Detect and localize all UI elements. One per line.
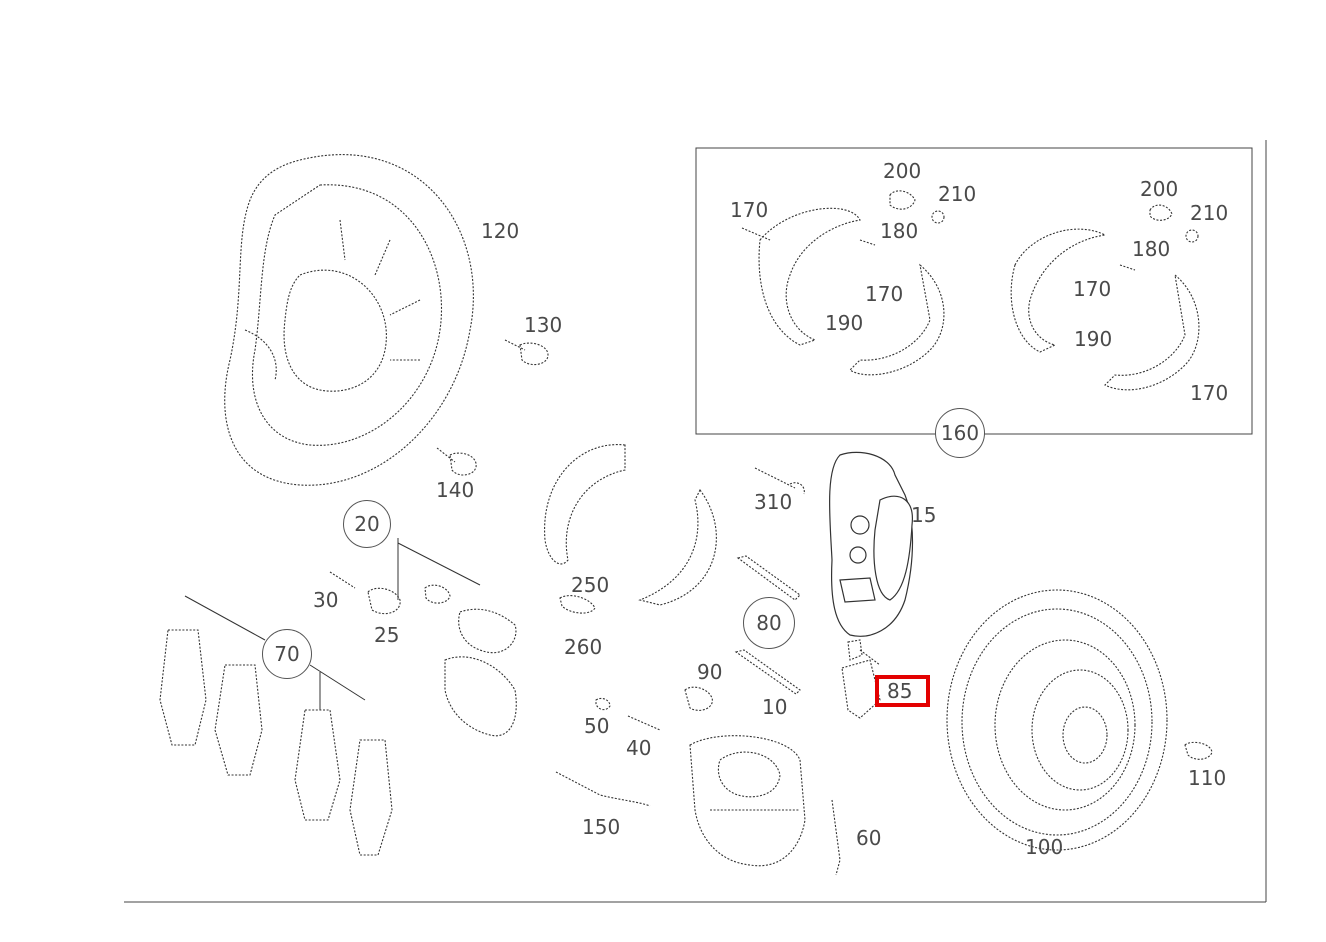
part-label-190-b[interactable]: 190 [1074,327,1113,351]
part-label-140[interactable]: 140 [436,478,475,502]
part-label-170-c[interactable]: 170 [1073,277,1112,301]
splash-guard-250-drawing [544,444,717,614]
part-label-130[interactable]: 130 [524,313,563,337]
caliper-10-drawing [689,735,806,867]
part-callout-20[interactable]: 20 [343,500,391,548]
part-label-170-d[interactable]: 170 [1190,381,1229,405]
part-label-60[interactable]: 60 [856,826,882,850]
part-label-200-b[interactable]: 200 [1140,177,1179,201]
part-label-150[interactable]: 150 [582,815,621,839]
brake-pads-drawing [159,629,393,856]
part-label-210-b[interactable]: 210 [1190,201,1229,225]
bolt-130-drawing [504,339,549,366]
guide-pins-drawing [734,555,801,695]
part-label-10[interactable]: 10 [762,695,788,719]
part-label-50[interactable]: 50 [584,714,610,738]
part-label-25[interactable]: 25 [374,623,400,647]
bolt-310-drawing [754,467,805,495]
small-parts-25-30-drawing [329,571,517,737]
screw-110-drawing [1184,741,1213,760]
part-label-260[interactable]: 260 [564,635,603,659]
part-callout-160[interactable]: 160 [935,408,985,458]
screw-140-drawing [436,447,477,476]
part-label-85[interactable]: 85 [887,679,913,703]
part-label-110[interactable]: 110 [1188,766,1227,790]
callout-line-20-b [397,542,481,586]
part-label-100[interactable]: 100 [1025,835,1064,859]
parking-brake-shoes-drawing [741,190,1200,391]
caliper-15-drawing [828,451,914,637]
part-label-200-a[interactable]: 200 [883,159,922,183]
part-label-190-a[interactable]: 190 [825,311,864,335]
small-hardware-drawing [555,686,841,876]
part-label-210-a[interactable]: 210 [938,182,977,206]
callout-line-70-b [309,664,366,701]
part-label-120[interactable]: 120 [481,219,520,243]
part-label-310[interactable]: 310 [754,490,793,514]
part-callout-80[interactable]: 80 [743,597,795,649]
brake-disc-drawing [946,589,1168,851]
part-label-250[interactable]: 250 [571,573,610,597]
part-label-180-a[interactable]: 180 [880,219,919,243]
pad-retainer-85-drawing [841,639,881,719]
part-label-30[interactable]: 30 [313,588,339,612]
part-label-40[interactable]: 40 [626,736,652,760]
part-label-180-b[interactable]: 180 [1132,237,1171,261]
dust-shield-drawing [224,154,474,486]
part-callout-70[interactable]: 70 [262,629,312,679]
highlight-box-85 [875,675,930,707]
callout-line-70-a [184,595,266,641]
part-label-170-b[interactable]: 170 [865,282,904,306]
part-label-170-a[interactable]: 170 [730,198,769,222]
part-label-90[interactable]: 90 [697,660,723,684]
part-label-15[interactable]: 15 [911,503,937,527]
